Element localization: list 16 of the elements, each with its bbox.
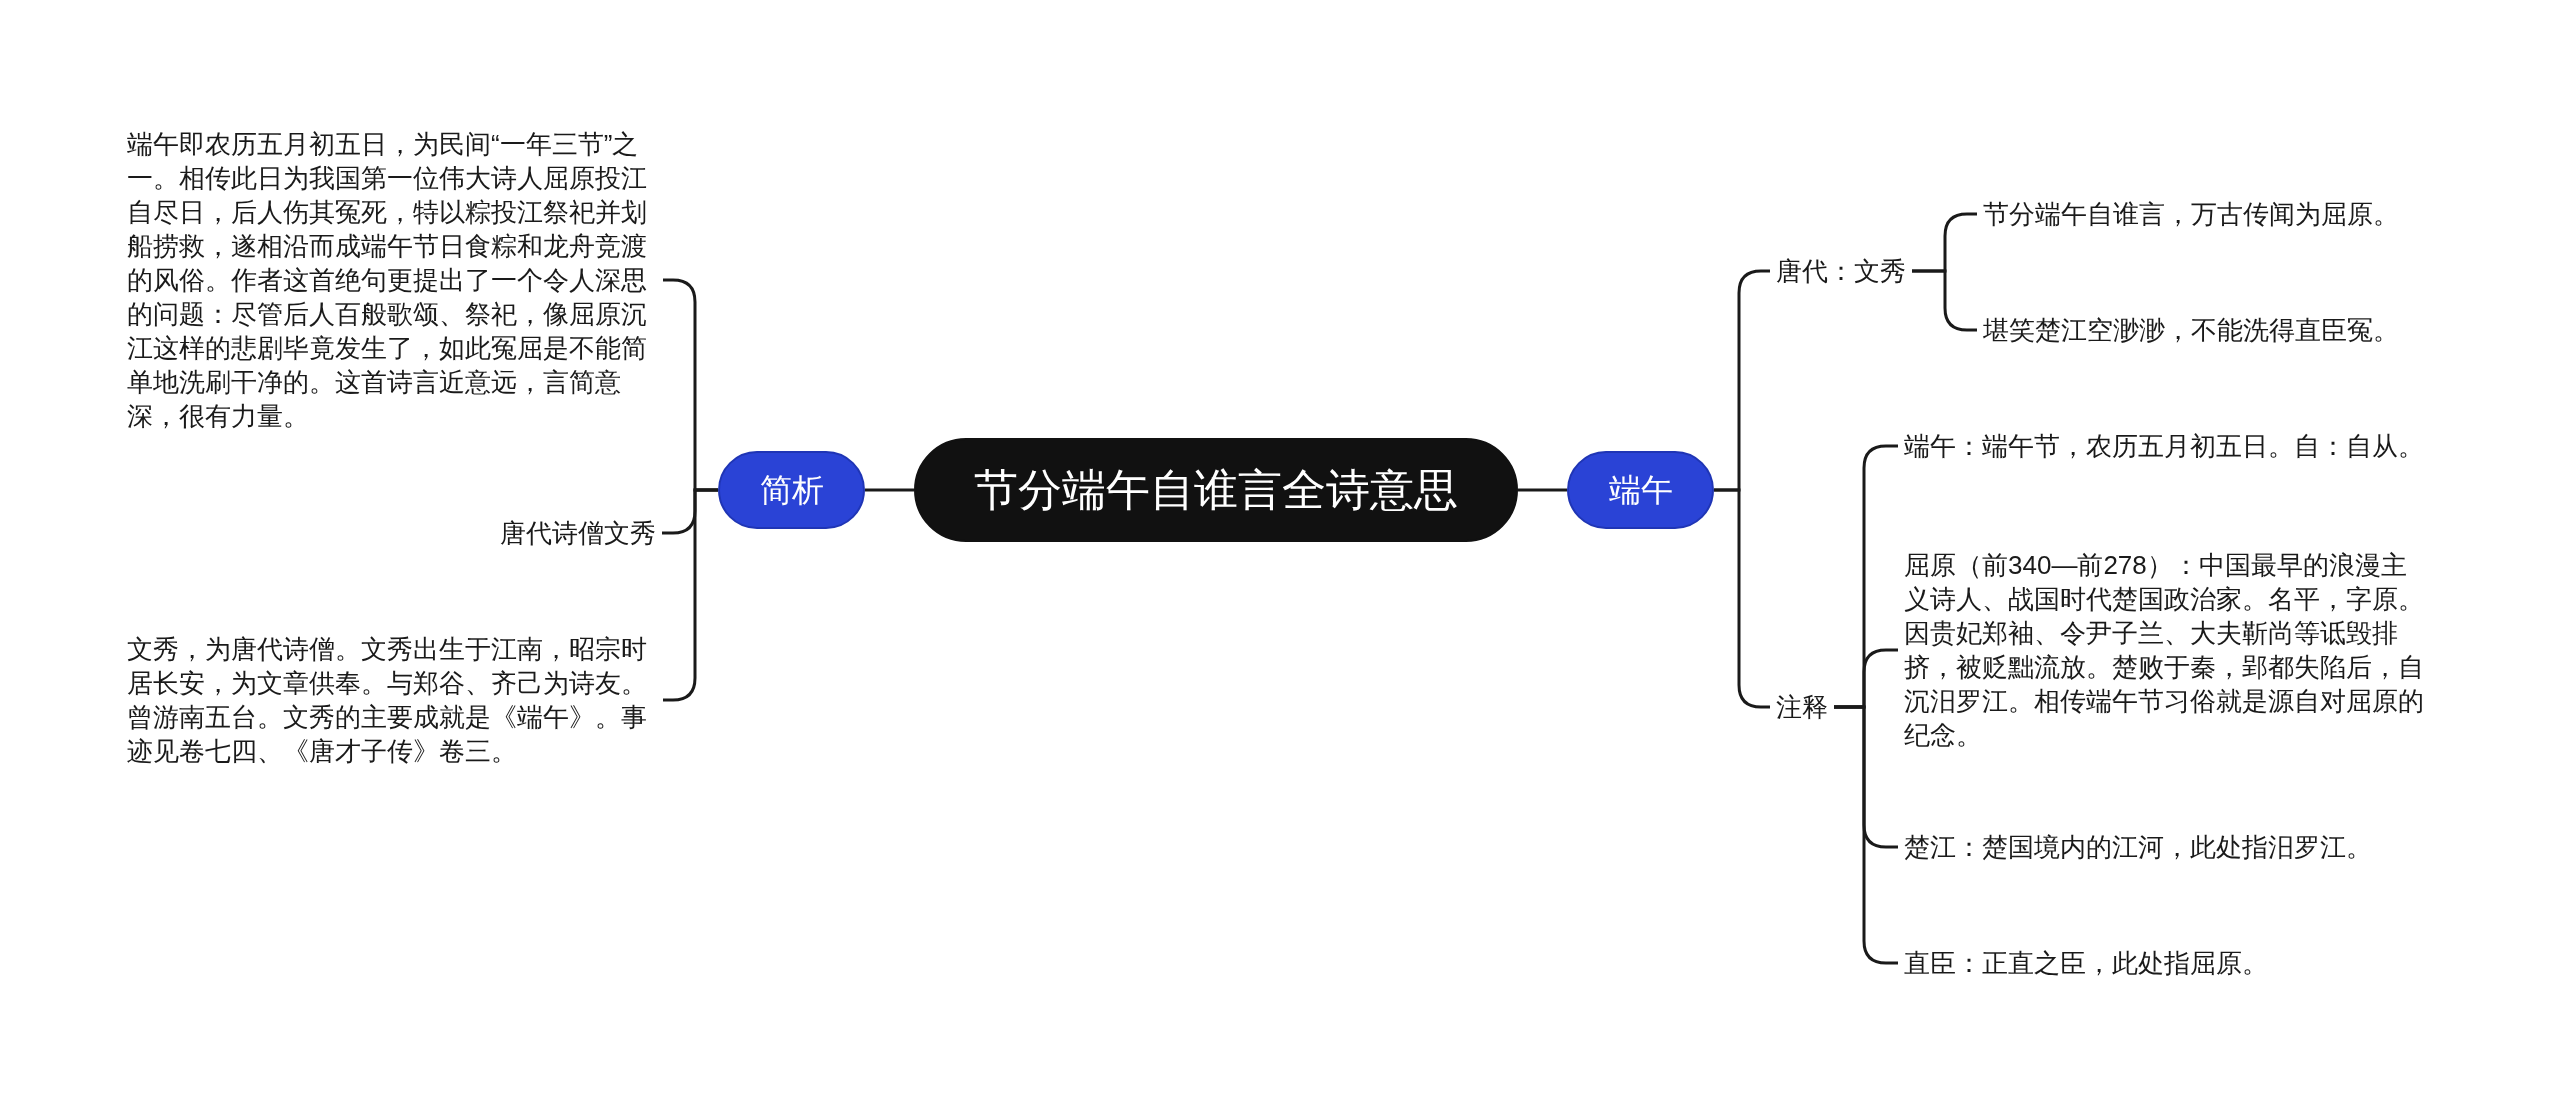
branch-label: 注释	[1770, 690, 1834, 724]
branch-pill: 端午	[1567, 451, 1714, 529]
connector-line	[1518, 488, 1567, 492]
note-text: 楚江：楚国境内的江河，此处指汨罗江。	[1898, 830, 2378, 864]
note-paragraph: 端午即农历五月初五日，为民间“一年三节”之一。相传此日为我国第一位伟大诗人屈原投江自尽日，后人伤其冤死，特以粽投江祭祀并划船捞救，遂相沿而成端午节日食粽和龙舟竞渡的风俗。作者这首绝句更提出了一个令人深思的问题：尽管后人百般歌颂、祭祀，像屈原沉江这样的悲剧毕竟发生了，如此冤屈是不能简单地洗刷干净的。这首诗言近意远，言简意深，很有力量。	[121, 127, 663, 433]
note-paragraph: 文秀，为唐代诗僧。文秀出生于江南，昭宗时居长安，为文章供奉。与郑谷、齐己为诗友。曾游南五台。文秀的主要成就是《端午》。事迹见卷七四、《唐才子传》卷三。	[121, 632, 663, 768]
connector-line	[865, 488, 914, 492]
branch-label: 唐代诗僧文秀	[494, 516, 662, 550]
note-text: 端午：端午节，农历五月初五日。自：自从。	[1898, 429, 2430, 463]
central-topic-pill: 节分端午自谁言全诗意思	[914, 438, 1518, 542]
poem-line: 节分端午自谁言，万古传闻为屈原。	[1977, 197, 2405, 231]
note-text: 直臣：正直之臣，此处指屈原。	[1898, 946, 2274, 980]
branch-pill: 简析	[718, 451, 865, 529]
poem-line: 堪笑楚江空渺渺，不能洗得直臣冤。	[1977, 313, 2405, 347]
branch-label: 唐代：文秀	[1770, 254, 1912, 288]
note-paragraph: 屈原（前340—前278）：中国最早的浪漫主义诗人、战国时代楚国政治家。名平，字原。因贵妃郑袖、令尹子兰、大夫靳尚等诋毁排挤，被贬黜流放。楚败于秦，郢都失陷后，自沉汨罗江。相传端午节习俗就是源自对屈原的纪念。	[1898, 548, 2436, 752]
